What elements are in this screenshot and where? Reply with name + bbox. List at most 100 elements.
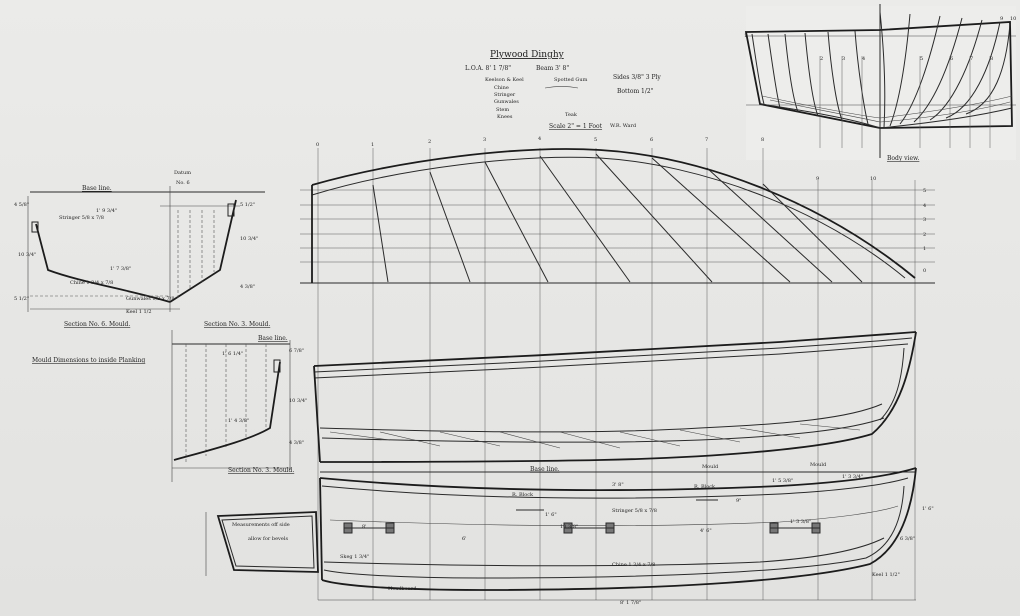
section6-datum-nos: No. 6 — [176, 180, 190, 186]
waterline-4: 4 — [923, 203, 926, 209]
plan-dim-9: 9" — [736, 498, 741, 504]
station-10: 10 — [870, 176, 876, 182]
plan-dim-8: 1' 5 3/8" — [772, 478, 793, 484]
plan-chine: Chine 1 3/4 x 7/8 — [612, 562, 655, 568]
plan-dim-12: 10 3/8" — [560, 524, 578, 530]
plan-stringer: Stringer 5/8 x 7/8 — [612, 508, 657, 514]
section3-dim-0: 1' 6 1/4" — [222, 351, 243, 357]
knees-text: Knees — [497, 114, 513, 120]
section3-dim-2: 6 7/8" — [289, 348, 304, 354]
transom-note-2: allow for bevels — [248, 536, 288, 542]
plan-dim-5: 4' 6" — [700, 528, 712, 534]
transom-detail: Measurements off side allow for bevels — [205, 511, 319, 576]
plan-dim-3: 1' 3 3/8" — [790, 519, 811, 525]
plan-skeg: Skeg 1 3/4" — [340, 554, 369, 560]
teak-text: Teak — [565, 112, 578, 118]
station-1: 1 — [371, 142, 374, 148]
section6-dim-1: 1' 7 3/8" — [110, 266, 131, 272]
r-block-left: R. Block — [512, 492, 534, 498]
transom-note-1: Measurements off side — [232, 522, 290, 528]
section6-gunwales: Gunwales 1/2 x 7/8 — [126, 296, 175, 302]
section6-dim-3: 10 3/4" — [18, 252, 36, 258]
section6-dim-6: 10 3/4" — [240, 236, 258, 242]
gunwales-text: Gunwales — [494, 99, 519, 105]
plan-title: Plywood Dinghy — [490, 50, 565, 60]
plan-keel: Keel 1 1/2" — [872, 572, 900, 578]
plan-dim-6: 8' 1 7/8" — [620, 600, 641, 606]
section6-datum: Datum — [174, 170, 191, 176]
waterline-1: 1 — [923, 246, 926, 252]
sides-text: Sides 3/8" 3 Ply — [613, 74, 661, 81]
mould-a: Mould — [702, 464, 719, 470]
waterline-5: 5 — [923, 188, 926, 194]
section6-dim-2: 4 5/8" — [14, 202, 29, 208]
plan-dim-10: 6 3/8" — [900, 536, 915, 542]
station-3: 3 — [483, 137, 486, 143]
body-mark-5: 5 — [920, 56, 923, 62]
plan-base-line: Base line. — [530, 466, 560, 473]
waterline-3: 3 — [923, 217, 926, 223]
section3-dim-3: 10 3/4" — [289, 398, 307, 404]
plan-view: Base line. R. Block R. Block Mould Mould… — [318, 462, 934, 606]
r-block-right: R. Block — [694, 484, 716, 490]
waterline-0: 0 — [923, 268, 926, 274]
station-8: 8 — [761, 137, 764, 143]
section3-title-top: Section No. 3. Mould. — [204, 321, 270, 328]
section6-dim-5: 5 1/2" — [240, 202, 255, 208]
station-9: 9 — [816, 176, 819, 182]
mould-b: Mould — [810, 462, 827, 468]
station-5: 5 — [594, 137, 597, 143]
plan-headboard: Headboard — [388, 586, 417, 592]
body-mark-7: 7 — [970, 56, 973, 62]
plan-dim-11: 1' 6" — [922, 506, 934, 512]
body-mark-10: 10 — [1010, 16, 1016, 22]
mould-dimensions-note: Mould Dimensions to inside Planking — [32, 357, 145, 364]
body-view-label: Body view. — [887, 155, 919, 162]
plan-dim-0: 8' — [362, 524, 367, 530]
section6-dim-7: 4 3/8" — [240, 284, 255, 290]
section6-chine: Chine 1 3/4 x 7/8 — [70, 280, 113, 286]
station-0: 0 — [316, 142, 319, 148]
section-6-mould: Base line. Stringer 5/8 x 7/8 Chine 1 3/… — [14, 170, 265, 364]
plan-dim-4: 6' — [462, 536, 467, 542]
plan-dim-1: 3' 8" — [612, 482, 624, 488]
plan-dim-2: 1' 6" — [545, 512, 557, 518]
stringer-text: Stringer — [494, 92, 516, 98]
body-mark-3: 3 — [842, 56, 845, 62]
station-4: 4 — [538, 136, 541, 142]
section6-base-line: Base line. — [82, 185, 112, 192]
brace-mark — [544, 86, 579, 89]
body-view: 1 2 3 4 5 6 7 8 9 10 Body view. — [744, 4, 1016, 162]
body-mark-1: 1 — [744, 33, 747, 39]
body-mark-6: 6 — [950, 56, 953, 62]
plan-dim-7: 1' 3 3/4" — [842, 474, 863, 480]
station-2: 2 — [428, 139, 431, 145]
bottom-text: Bottom 1/2" — [617, 88, 654, 95]
section6-keel: Keel 1 1/2 — [126, 309, 152, 315]
title-block: Plywood Dinghy L.O.A. 8' 1 7/8" Beam 3' … — [465, 50, 661, 130]
body-mark-4: 4 — [862, 56, 865, 62]
initials-text: W.R. Ward — [610, 123, 637, 129]
station-6: 6 — [650, 137, 653, 143]
scale-text: Scale 2" = 1 Foot — [549, 123, 603, 130]
section3-dim-1: 1' 4 3/8" — [228, 418, 249, 424]
section3-base-line: Base line. — [258, 335, 288, 342]
section6-stringer: Stringer 5/8 x 7/8 — [59, 215, 104, 221]
body-mark-2: 2 — [820, 56, 823, 62]
hull-elevation — [313, 331, 917, 463]
section6-dim-0: 1' 9 3/4" — [96, 208, 117, 214]
section6-title: Section No. 6. Mould. — [64, 321, 130, 328]
station-7: 7 — [705, 137, 708, 143]
stem-text: Stem — [496, 107, 509, 113]
chine-text: Chine — [494, 85, 509, 91]
body-mark-9: 9 — [1000, 16, 1003, 22]
section3-title-bottom: Section No. 3. Mould. — [228, 467, 294, 474]
keelson-keel-text: Keelson & Keel — [485, 77, 524, 83]
waterline-2: 2 — [923, 232, 926, 238]
loa-text: L.O.A. 8' 1 7/8" — [465, 65, 511, 72]
body-mark-8: 8 — [990, 56, 993, 62]
beam-text: Beam 3' 8" — [536, 65, 569, 72]
section3-dim-4: 4 3/8" — [289, 440, 304, 446]
